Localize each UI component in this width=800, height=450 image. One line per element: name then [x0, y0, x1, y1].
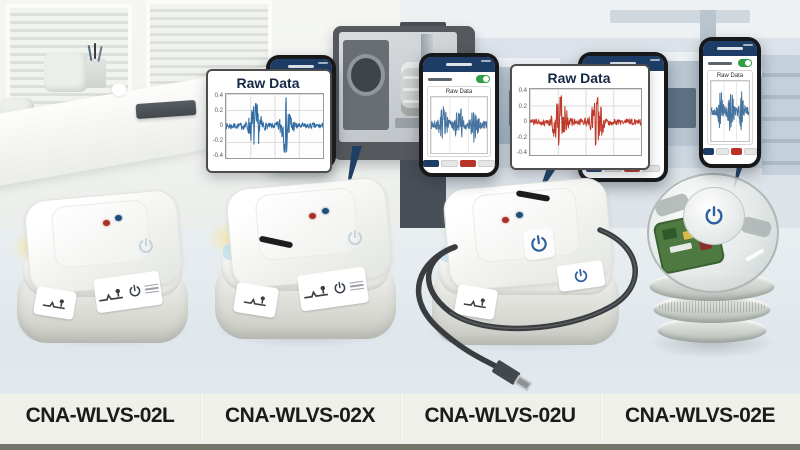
glass-glint: [745, 248, 765, 262]
y-tick: -0.4: [516, 150, 527, 156]
pen-cup: [86, 43, 106, 88]
toggle-on-icon: [476, 75, 490, 83]
sensor-cna-wlvs-02l: [11, 188, 194, 349]
power-icon: [348, 229, 362, 245]
product-label-02x: CNA-WLVS-02X: [225, 404, 375, 427]
app-button: [716, 148, 729, 155]
usb-connector: [492, 360, 533, 392]
app-button-primary: [703, 148, 714, 155]
phone-screen: Raw Data: [423, 57, 495, 173]
app-header: [423, 57, 495, 72]
chart-y-axis: 0.4 0.2 0 -0.2 -0.4: [212, 93, 225, 159]
chart-y-axis: 0.4 0.2 0 -0.2 -0.4: [516, 88, 529, 156]
app-title-bar: [446, 63, 472, 66]
panel-divider: [600, 394, 602, 444]
app-button-row: [423, 160, 495, 167]
y-tick: -0.2: [212, 138, 223, 144]
sensor-cna-wlvs-02x: [207, 176, 402, 349]
led-red: [309, 213, 316, 219]
y-tick: -0.2: [516, 134, 527, 141]
app-title-bar: [717, 47, 743, 50]
toggle-on-icon: [738, 59, 752, 67]
sensor-icon: [97, 286, 124, 302]
app-header: [703, 41, 757, 56]
product-label-strip: CNA-WLVS-02L CNA-WLVS-02X CNA-WLVS-02U C…: [0, 394, 800, 444]
app-button-primary: [423, 160, 439, 167]
label-sticker: [232, 281, 280, 319]
led-blue: [322, 208, 329, 214]
phone-waveform-chart: [430, 96, 488, 154]
panel-divider: [400, 394, 402, 444]
app-button: [744, 148, 757, 155]
usb-cable: [415, 227, 638, 392]
sensor-cna-wlvs-02e: [645, 171, 780, 359]
pen: [94, 43, 96, 59]
raw-data-callout-red: Raw Data 0.4 0.2 0 -0.2 -0.4: [510, 64, 650, 170]
app-button-stop: [731, 148, 742, 155]
app-title-bar: [610, 62, 636, 65]
y-tick: 0.2: [518, 103, 527, 110]
raw-data-chart-blue: [225, 93, 324, 159]
status-icons: [318, 62, 328, 64]
connection-row: [703, 56, 757, 70]
chart-card-title: Raw Data: [445, 89, 473, 95]
led-blue: [516, 212, 523, 218]
y-tick: 0.2: [214, 108, 223, 114]
glass-glint: [661, 176, 687, 195]
product-label-02u: CNA-WLVS-02U: [424, 404, 576, 427]
label-text-lines: [349, 280, 365, 291]
app-title-bar: [288, 65, 314, 68]
app-button-row: [703, 148, 757, 155]
y-tick: -0.4: [212, 153, 223, 159]
led-blue: [115, 215, 122, 221]
power-icon: [139, 237, 153, 253]
connection-label: [708, 61, 732, 65]
y-tick: 0: [219, 123, 223, 129]
phone-screen: Raw Data: [703, 41, 757, 164]
power-icon: [705, 206, 723, 225]
app-button: [440, 160, 458, 167]
connection-row: [423, 72, 495, 86]
y-tick: 0.4: [518, 88, 527, 94]
power-icon: [333, 281, 346, 295]
app-button-stop: [460, 160, 476, 167]
chart-card-title: Raw Data: [716, 73, 744, 79]
y-tick: 0.4: [214, 93, 223, 99]
status-icons: [650, 59, 660, 61]
spec-text-band: [659, 301, 765, 313]
sensor-icon: [243, 292, 268, 307]
led-red: [502, 217, 509, 223]
popup-title: Raw Data: [236, 75, 300, 91]
product-label-02l: CNA-WLVS-02L: [25, 404, 175, 427]
sensor-icon: [302, 283, 329, 299]
smartphone-app-left: Raw Data: [419, 53, 499, 177]
transparent-dome: [647, 173, 779, 293]
factory-duct: [610, 10, 750, 23]
connection-label: [428, 77, 452, 81]
y-tick: 0: [523, 119, 527, 125]
power-cap: [683, 187, 745, 245]
power-icon: [128, 284, 141, 298]
label-sticker: [33, 286, 77, 320]
raw-data-chart-red: [529, 88, 642, 156]
status-icons: [743, 44, 753, 46]
factory-shelving: [762, 55, 800, 175]
chart-card: Raw Data: [707, 70, 753, 145]
product-label-02e: CNA-WLVS-02E: [625, 404, 775, 427]
raw-data-callout-blue: Raw Data 0.4 0.2 0 -0.2 -0.4: [206, 69, 332, 173]
panel-divider: [200, 394, 202, 444]
label-text-lines: [144, 283, 160, 294]
chart-card: Raw Data: [427, 86, 491, 157]
phone-waveform-chart: [710, 80, 750, 142]
coffee-cup: [112, 84, 126, 96]
app-button: [477, 160, 495, 167]
smartphone-app-right: Raw Data: [699, 37, 761, 168]
office-chair: [44, 52, 88, 92]
status-icons: [481, 60, 491, 62]
bottom-edge-strip: [0, 444, 800, 450]
led-red: [103, 220, 110, 226]
popup-title: Raw Data: [547, 70, 611, 86]
grinding-wheel: [347, 54, 385, 96]
sensor-icon: [42, 295, 67, 310]
